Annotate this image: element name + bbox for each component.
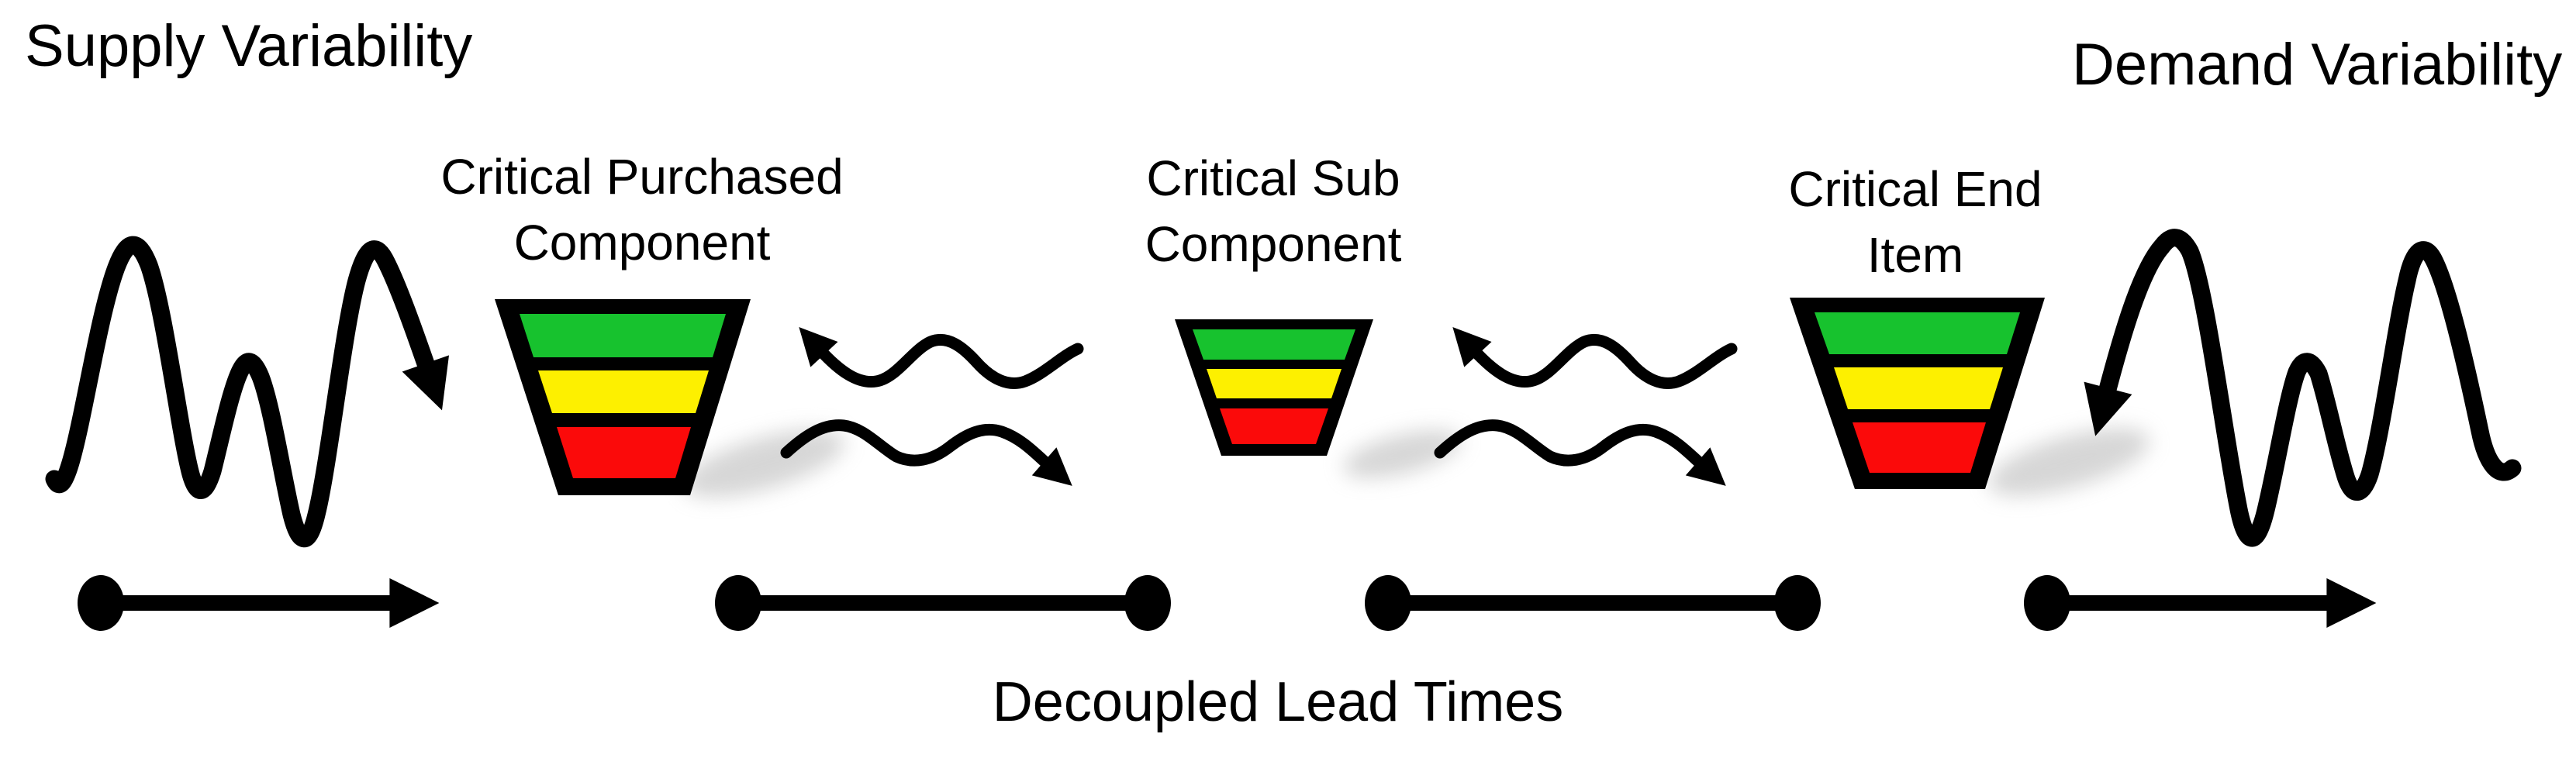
wavy-arrow-right-icon	[780, 419, 1072, 486]
lead-time-segments	[78, 575, 2377, 631]
lead-time-segment-1	[78, 575, 440, 631]
flow-wavy-arrows-2	[1434, 327, 1738, 486]
wavy-arrow-right-icon	[1434, 419, 1726, 486]
funnel-band-red	[557, 427, 691, 478]
funnel-band-green	[520, 314, 726, 357]
funnel-band-red	[1220, 408, 1328, 444]
wavy-arrow-left-icon	[799, 327, 1084, 389]
demand-wave-arrow	[2084, 229, 2522, 547]
demand-variability-title: Demand Variability	[2072, 32, 2563, 98]
funnel-critical-sub-component	[1175, 319, 1373, 456]
funnel-band-yellow	[538, 370, 709, 413]
funnel-label-line2: Component	[1145, 216, 1402, 273]
funnel-shadow-3	[1987, 428, 2150, 496]
funnel-band-green	[1815, 312, 2020, 354]
wavy-arrow-left-icon	[1452, 327, 1738, 389]
lead-time-segment-2	[715, 575, 1171, 631]
segment-end-dot	[1774, 575, 1821, 631]
funnel-critical-purchased-component	[495, 299, 751, 495]
funnel-critical-end-item	[1790, 298, 2045, 489]
decoupled-lead-times-label: Decoupled Lead Times	[992, 671, 1564, 733]
segment-start-dot	[1365, 575, 1411, 631]
funnel-label-critical-end-item: Critical End Item	[1788, 157, 2042, 288]
funnel-shadow-2	[1343, 430, 1461, 478]
funnel-label-critical-sub-component: Critical Sub Component	[1145, 146, 1402, 277]
funnel-band-yellow	[1207, 369, 1342, 398]
supply-variability-title: Supply Variability	[25, 13, 473, 79]
funnel-label-line1: Critical Purchased	[440, 149, 844, 205]
supply-wave-arrow	[45, 236, 450, 548]
lead-time-segment-4	[2024, 575, 2377, 631]
funnel-band-yellow	[1834, 367, 2003, 409]
funnel-label-line1: Critical End	[1788, 161, 2042, 217]
funnel-band-red	[1853, 422, 1986, 473]
segment-start-dot	[78, 575, 124, 631]
funnel-label-line1: Critical Sub	[1146, 150, 1400, 206]
lead-time-segment-3	[1365, 575, 1821, 631]
funnel-shadows	[682, 428, 2150, 498]
funnel-band-green	[1193, 329, 1355, 360]
funnel-shadow-1	[682, 429, 845, 498]
segment-start-dot	[2024, 575, 2070, 631]
segment-start-dot	[715, 575, 761, 631]
flow-wavy-arrows-1	[780, 327, 1084, 486]
funnel-label-line2: Component	[513, 215, 771, 271]
funnel-label-line2: Item	[1866, 227, 1964, 284]
segment-end-dot	[1124, 575, 1171, 631]
funnel-label-critical-purchased-component: Critical Purchased Component	[440, 144, 843, 276]
